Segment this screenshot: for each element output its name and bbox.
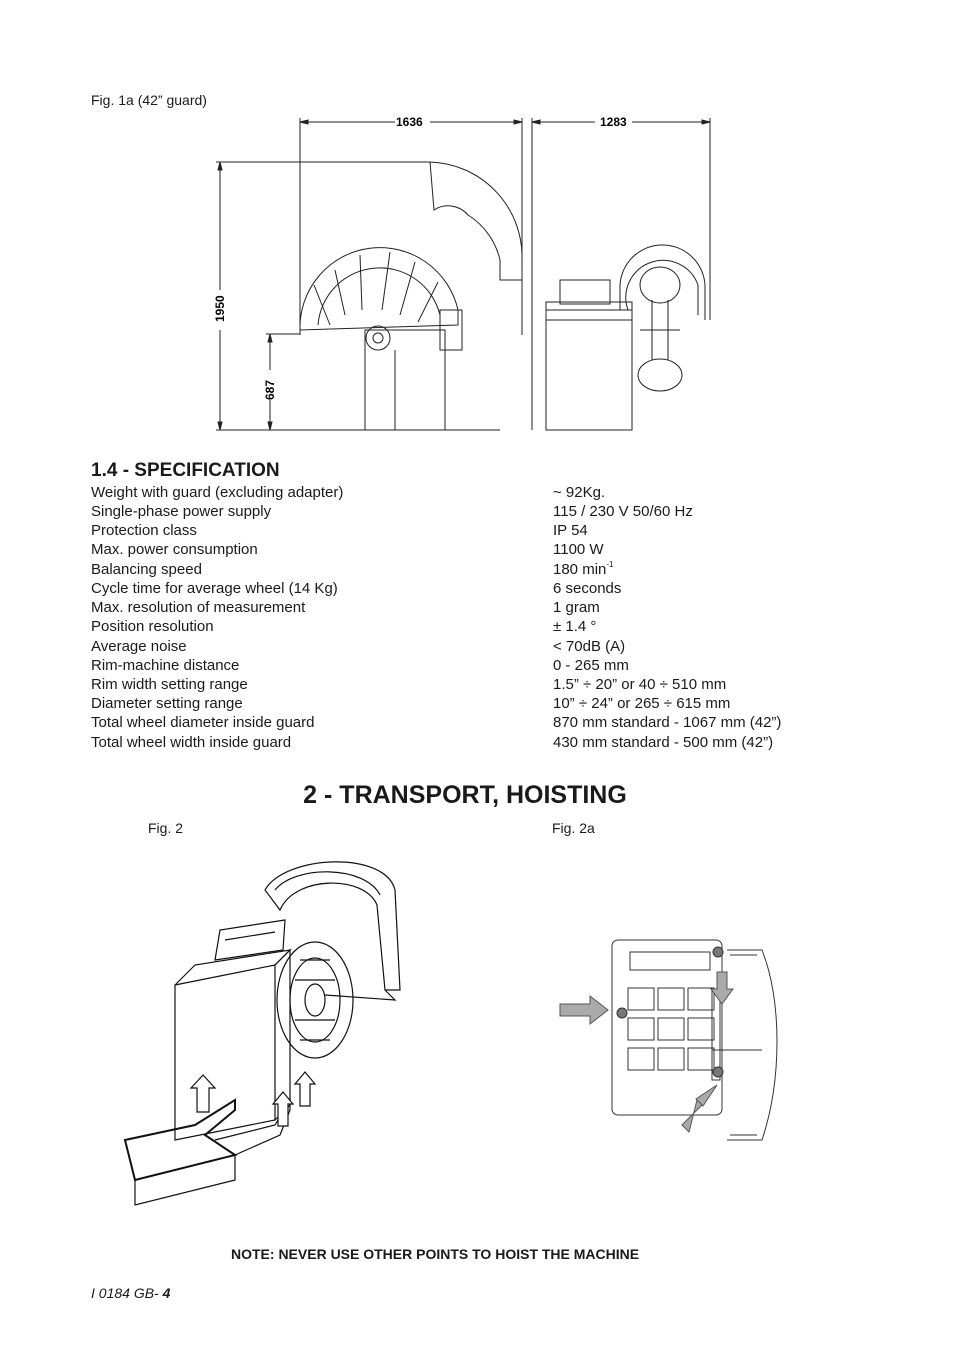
spec-value: < 70dB (A) — [553, 638, 626, 655]
spec-label: Protection class — [91, 522, 197, 539]
spec-value: 0 - 265 mm — [553, 657, 629, 674]
spec-label: Rim width setting range — [91, 676, 248, 693]
spec-label: Max. power consumption — [91, 541, 258, 558]
spec-value: ± 1.4 ° — [553, 618, 597, 635]
spec-row: Weight with guard (excluding adapter) ~ 9… — [91, 483, 851, 502]
spec-row: Balancing speed 180 min-1 — [91, 560, 851, 579]
spec-row: Total wheel diameter inside guard 870 mm … — [91, 713, 851, 732]
transport-heading: 2 - TRANSPORT, HOISTING — [303, 781, 627, 809]
spec-label: Total wheel width inside guard — [91, 734, 292, 751]
spec-label: Max. resolution of measurement — [91, 599, 306, 616]
spec-value: IP 54 — [553, 522, 588, 539]
spec-value: 115 / 230 V 50/60 Hz — [553, 503, 693, 520]
spec-value: 10” ÷ 24” or 265 ÷ 615 mm — [553, 695, 731, 712]
spec-row: Rim width setting range 1.5” ÷ 20” or 40 … — [91, 675, 851, 694]
page-number: 4 — [162, 1285, 171, 1301]
spec-value: ~ 92Kg. — [553, 484, 606, 501]
spec-label: Position resolution — [91, 618, 214, 635]
spec-value: 870 mm standard - 1067 mm (42”) — [553, 714, 782, 731]
dim-1950: 1950 — [213, 295, 227, 322]
spec-row: Rim-machine distance 0 - 265 mm — [91, 656, 851, 675]
spec-row: Protection class IP 54 — [91, 521, 851, 540]
spec-row: Max. power consumption 1100 W — [91, 540, 851, 559]
spec-value: 6 seconds — [553, 580, 622, 597]
spec-row: Average noise < 70dB (A) — [91, 637, 851, 656]
spec-row: Cycle time for average wheel (14 Kg) 6 se… — [91, 579, 851, 598]
spec-label: Weight with guard (excluding adapter) — [91, 484, 344, 501]
spec-row: Total wheel width inside guard 430 mm sta… — [91, 733, 851, 752]
fig2a-caption: Fig. 2a — [552, 820, 595, 836]
fig1a-drawing: 1636 1283 1950 687 — [213, 115, 711, 431]
spec-value: 180 min-1 — [553, 560, 614, 579]
spec-label: Single-phase power supply — [91, 503, 272, 520]
spec-label: Balancing speed — [91, 561, 202, 578]
doc-code: I 0184 GB- — [91, 1285, 163, 1301]
spec-value-sup: -1 — [606, 560, 614, 569]
spec-label: Total wheel diameter inside guard — [91, 714, 315, 731]
spec-value: 1 gram — [553, 599, 600, 616]
spec-row: Max. resolution of measurement 1 gram — [91, 598, 851, 617]
spec-value: 430 mm standard - 500 mm (42”) — [553, 734, 774, 751]
page-footer: I 0184 GB- 4 — [91, 1285, 170, 1301]
fig2-caption: Fig. 2 — [148, 820, 184, 836]
dim-1636: 1636 — [396, 115, 423, 129]
fig2a-drawing — [559, 939, 778, 1141]
spec-value-text: 180 min — [553, 561, 607, 578]
spec-table: Weight with guard (excluding adapter) ~ 9… — [91, 483, 851, 753]
fig2-drawing — [123, 861, 401, 1206]
spec-heading: 1.4 - SPECIFICATION — [91, 460, 280, 481]
dim-1283: 1283 — [600, 115, 627, 129]
dim-687: 687 — [263, 380, 277, 400]
spec-row: Single-phase power supply 115 / 230 V 50/… — [91, 502, 851, 521]
spec-value: 1100 W — [553, 541, 604, 558]
spec-label: Rim-machine distance — [91, 657, 240, 674]
spec-label: Cycle time for average wheel (14 Kg) — [91, 580, 338, 597]
spec-value: 1.5” ÷ 20” or 40 ÷ 510 mm — [553, 676, 727, 693]
hoist-note: NOTE: NEVER USE OTHER POINTS TO HOIST TH… — [231, 1246, 640, 1262]
spec-row: Diameter setting range 10” ÷ 24” or 265 ÷… — [91, 694, 851, 713]
spec-label: Average noise — [91, 638, 187, 655]
fig1a-caption: Fig. 1a (42” guard) — [91, 92, 207, 108]
spec-row: Position resolution ± 1.4 ° — [91, 617, 851, 636]
spec-label: Diameter setting range — [91, 695, 243, 712]
